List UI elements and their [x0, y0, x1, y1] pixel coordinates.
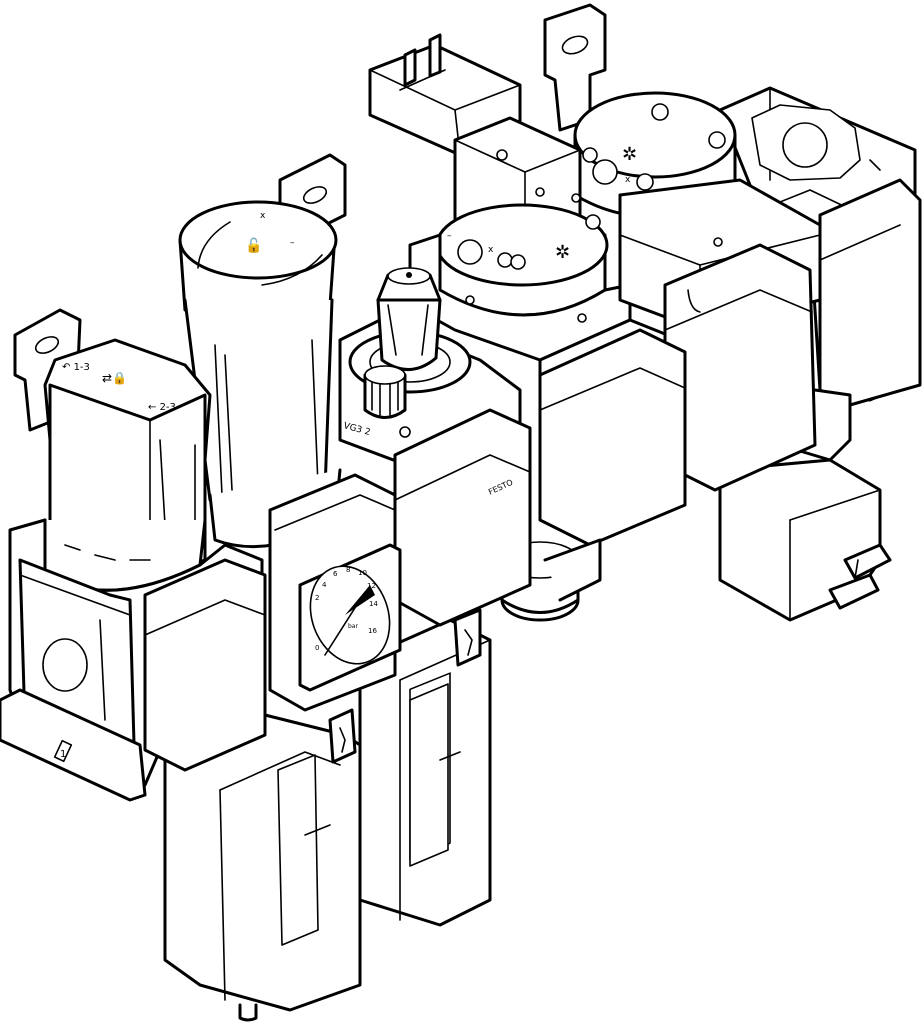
port-number-label: 1: [60, 749, 66, 760]
gauge-unit-label: bar: [348, 623, 358, 630]
pilot-valve-cap: ✲ x –: [435, 203, 609, 317]
svg-text:–: –: [447, 231, 452, 241]
lock-icon: ⇄🔒: [102, 371, 127, 385]
pressure-gauge: 2 4 6 8 10 12 14 16 0 bar: [298, 543, 402, 692]
gauge-tick-14: 14: [369, 600, 378, 608]
filter-regulator: 🔓 x – 2 4 6 8 10 12 14 16 0 bar: [163, 153, 402, 1022]
mode-label-right: ← 2-3: [148, 402, 176, 413]
right-rear-valve-block: [718, 86, 922, 622]
gauge-tick-0: 0: [315, 644, 319, 652]
bracket-slot-icon: [34, 336, 60, 354]
port-opening-icon: [782, 122, 828, 168]
svg-text:x: x: [260, 211, 266, 221]
svg-text:✲: ✲: [555, 242, 570, 263]
mode-label-left: ↶ 1-3: [62, 362, 90, 373]
bracket-slot-icon: [561, 35, 589, 55]
gauge-tick-2: 2: [315, 594, 319, 602]
bracket-slot-icon: [302, 186, 328, 204]
gauge-tick-10: 10: [358, 569, 367, 577]
lock-icon: 🔓: [245, 237, 262, 254]
central-manifold: [408, 178, 822, 547]
sight-glass: [277, 754, 319, 946]
gauge-tick-8: 8: [346, 566, 350, 574]
svg-text:–: –: [290, 238, 295, 248]
port-opening-icon: [42, 638, 88, 692]
rear-mounting-bracket: [543, 3, 607, 132]
svg-text:x: x: [488, 245, 494, 255]
left-shut-off-valve: ↶ 1-3 ⇄🔒 ← 2-3 1: [0, 308, 267, 802]
gauge-tick-6: 6: [333, 570, 338, 578]
gauge-tick-16: 16: [368, 627, 377, 635]
shut-off-valve: VG3 2 FESTO: [338, 267, 532, 627]
sight-glass: [409, 683, 449, 867]
sun-symbol-icon: ✲: [622, 144, 637, 165]
gauge-tick-12: 12: [367, 582, 376, 590]
gauge-tick-4: 4: [322, 581, 327, 589]
adjust-knob-icon: [592, 159, 618, 185]
svg-text:x: x: [625, 175, 631, 185]
